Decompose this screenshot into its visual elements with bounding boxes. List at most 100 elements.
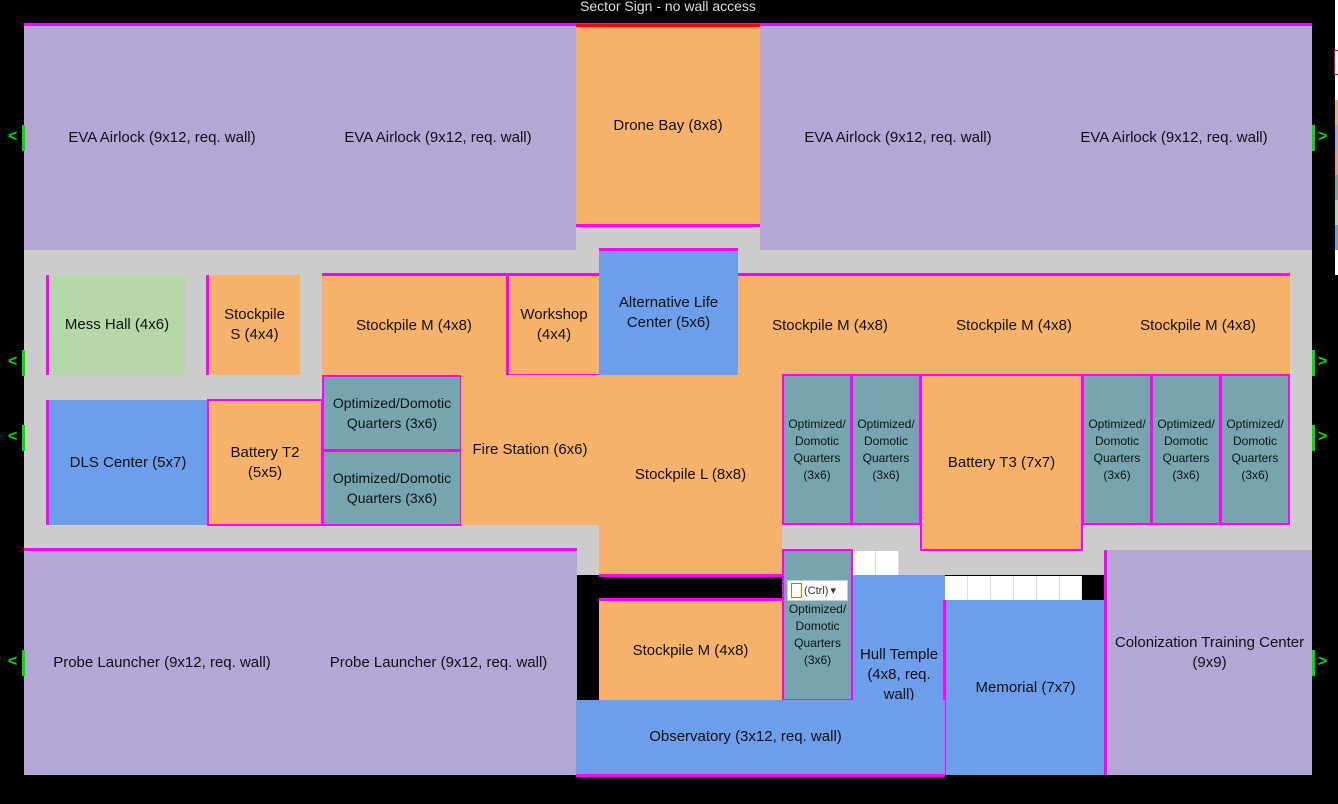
empty-cell[interactable] bbox=[968, 576, 991, 600]
room-stockpile-m[interactable]: Stockpile M (4x8) bbox=[322, 273, 509, 375]
room-label: Optimized/ Domotic Quarters (3x6) bbox=[1157, 416, 1215, 482]
legend-swatch bbox=[1335, 200, 1338, 225]
room-stockpile-m[interactable]: Stockpile M (4x8) bbox=[1106, 273, 1290, 375]
room-optimized-quarters[interactable]: Optimized/ Domotic Quarters (3x6) bbox=[782, 374, 852, 525]
empty-cell[interactable] bbox=[876, 551, 899, 575]
room-label: Stockpile M (4x8) bbox=[1140, 316, 1256, 334]
room-mess-hall[interactable]: Mess Hall (4x6) bbox=[46, 275, 185, 375]
room-label: Workshop (4x4) bbox=[520, 306, 588, 343]
room-probe-launcher[interactable]: Probe Launcher (9x12, req. wall) bbox=[300, 548, 577, 775]
room-label: Fire Station (6x6) bbox=[472, 441, 588, 458]
sector-sign: Sector Sign - no wall access bbox=[576, 0, 760, 14]
room-label: Stockpile L (8x8) bbox=[634, 465, 747, 483]
legend-swatch bbox=[1335, 225, 1338, 250]
empty-cell[interactable] bbox=[991, 576, 1014, 600]
legend-swatch bbox=[1335, 175, 1338, 200]
right-arrow-icon[interactable]: > bbox=[1318, 353, 1328, 370]
room-label: Battery T3 (7x7) bbox=[947, 453, 1056, 471]
room-label: Probe Launcher (9x12, req. wall) bbox=[329, 654, 548, 671]
legend-swatch bbox=[1334, 50, 1338, 75]
right-arrow-icon[interactable]: > bbox=[1318, 653, 1328, 670]
room-drone-bay[interactable]: Drone Bay (8x8) bbox=[576, 24, 760, 227]
right-arrow-icon[interactable]: > bbox=[1318, 128, 1328, 145]
room-label: Optimized/Domotic Quarters (3x6) bbox=[332, 470, 452, 506]
right-door-marker bbox=[1312, 425, 1315, 451]
room-label: EVA Airlock (9x12, req. wall) bbox=[1080, 129, 1268, 146]
room-observatory[interactable]: Observatory (3x12, req. wall) bbox=[576, 700, 945, 777]
right-arrow-icon[interactable]: > bbox=[1318, 428, 1328, 445]
room-fire-station[interactable]: Fire Station (6x6) bbox=[461, 375, 599, 525]
left-door-marker bbox=[22, 350, 25, 376]
empty-cell[interactable] bbox=[1014, 576, 1037, 600]
room-eva-airlock[interactable]: EVA Airlock (9x12, req. wall) bbox=[300, 26, 576, 250]
room-label: Optimized/ Domotic Quarters (3x6) bbox=[1088, 416, 1146, 482]
room-label: Battery T2 (5x5) bbox=[230, 443, 300, 481]
right-door-marker bbox=[1312, 125, 1315, 151]
room-dls-center[interactable]: DLS Center (5x7) bbox=[46, 400, 207, 525]
room-label: Colonization Training Center (9x9) bbox=[1114, 633, 1305, 671]
room-stockpile-m[interactable]: Stockpile M (4x8) bbox=[738, 273, 922, 375]
room-label: Probe Launcher (9x12, req. wall) bbox=[53, 654, 271, 671]
room-battery-t3[interactable]: Battery T3 (7x7) bbox=[920, 374, 1083, 551]
room-label: Hull Temple (4x8, req. wall) bbox=[859, 646, 939, 703]
legend-swatch bbox=[1335, 125, 1338, 150]
room-battery-t2[interactable]: Battery T2 (5x5) bbox=[207, 399, 323, 526]
room-label: Memorial (7x7) bbox=[975, 678, 1076, 696]
room-stockpile-s[interactable]: Stockpile S (4x4) bbox=[206, 275, 300, 375]
room-optimized-quarters[interactable]: Optimized/Domotic Quarters (3x6) bbox=[322, 450, 462, 526]
paste-label: (Ctrl) bbox=[804, 584, 829, 597]
right-door-marker bbox=[1312, 350, 1315, 376]
room-stockpile-m[interactable]: Stockpile M (4x8) bbox=[922, 273, 1106, 375]
room-probe-launcher[interactable]: Probe Launcher (9x12, req. wall) bbox=[24, 548, 300, 775]
room-stockpile-l[interactable]: Stockpile L (8x8) bbox=[599, 375, 782, 577]
room-label: Observatory (3x12, req. wall) bbox=[649, 728, 842, 745]
empty-cell[interactable] bbox=[853, 551, 876, 575]
left-door-marker bbox=[22, 650, 25, 676]
room-optimized-quarters[interactable]: Optimized/ Domotic Quarters (3x6) bbox=[851, 374, 921, 525]
room-label: EVA Airlock (9x12, req. wall) bbox=[344, 129, 532, 146]
left-door-marker bbox=[22, 125, 25, 151]
room-label: EVA Airlock (9x12, req. wall) bbox=[68, 129, 256, 146]
room-label: Drone Bay (8x8) bbox=[613, 116, 723, 134]
room-colonization-training-center[interactable]: Colonization Training Center (9x9) bbox=[1104, 550, 1312, 775]
right-door-marker bbox=[1312, 650, 1315, 676]
room-label: Mess Hall (4x6) bbox=[64, 316, 170, 333]
left-arrow-icon[interactable]: < bbox=[8, 653, 18, 670]
chevron-down-icon: ▾ bbox=[830, 585, 836, 597]
left-arrow-icon[interactable]: < bbox=[8, 128, 18, 145]
room-label: Optimized/Domotic Quarters (3x6) bbox=[332, 395, 452, 431]
room-label: Optimized/ Domotic Quarters (3x6) bbox=[788, 416, 846, 482]
room-memorial[interactable]: Memorial (7x7) bbox=[943, 600, 1105, 775]
left-arrow-icon[interactable]: < bbox=[8, 428, 18, 445]
room-label: Stockpile M (4x8) bbox=[356, 316, 472, 334]
room-optimized-quarters[interactable]: Optimized/ Domotic Quarters (3x6) bbox=[1220, 374, 1290, 525]
room-optimized-quarters[interactable]: Optimized/ Domotic Quarters (3x6) bbox=[1082, 374, 1152, 525]
room-label: Stockpile M (4x8) bbox=[956, 316, 1072, 334]
room-eva-airlock[interactable]: EVA Airlock (9x12, req. wall) bbox=[24, 26, 300, 250]
paste-options-button[interactable]: (Ctrl) ▾ bbox=[787, 580, 848, 601]
room-label: Optimized/ Domotic Quarters (3x6) bbox=[788, 602, 847, 667]
room-label: EVA Airlock (9x12, req. wall) bbox=[804, 129, 992, 146]
room-label: Optimized/ Domotic Quarters (3x6) bbox=[857, 416, 915, 482]
room-eva-airlock[interactable]: EVA Airlock (9x12, req. wall) bbox=[1036, 26, 1312, 250]
room-label: Stockpile S (4x4) bbox=[224, 306, 285, 343]
empty-cell[interactable] bbox=[1060, 576, 1082, 600]
left-door-marker bbox=[22, 425, 25, 451]
legend-swatch bbox=[1335, 150, 1338, 175]
room-label: Alternative Life Center (5x6) bbox=[618, 294, 719, 331]
left-arrow-icon[interactable]: < bbox=[8, 353, 18, 370]
room-alternative-life-center[interactable]: Alternative Life Center (5x6) bbox=[599, 248, 738, 375]
room-workshop[interactable]: Workshop (4x4) bbox=[509, 273, 599, 377]
room-optimized-quarters[interactable]: Optimized/ Domotic Quarters (3x6) bbox=[1151, 374, 1221, 525]
legend-swatch bbox=[1335, 100, 1338, 125]
empty-cell[interactable] bbox=[1037, 576, 1060, 600]
room-eva-airlock[interactable]: EVA Airlock (9x12, req. wall) bbox=[760, 26, 1036, 250]
room-label: Stockpile M (4x8) bbox=[772, 316, 888, 334]
room-optimized-quarters[interactable]: Optimized/ Domotic Quarters (3x6) bbox=[782, 549, 853, 701]
room-stockpile-m[interactable]: Stockpile M (4x8) bbox=[599, 598, 782, 700]
room-optimized-quarters[interactable]: Optimized/Domotic Quarters (3x6) bbox=[322, 375, 462, 451]
clipboard-icon bbox=[791, 583, 802, 598]
room-label: Stockpile M (4x8) bbox=[632, 641, 749, 659]
empty-cell[interactable] bbox=[945, 576, 968, 600]
room-label: Optimized/ Domotic Quarters (3x6) bbox=[1226, 416, 1284, 482]
